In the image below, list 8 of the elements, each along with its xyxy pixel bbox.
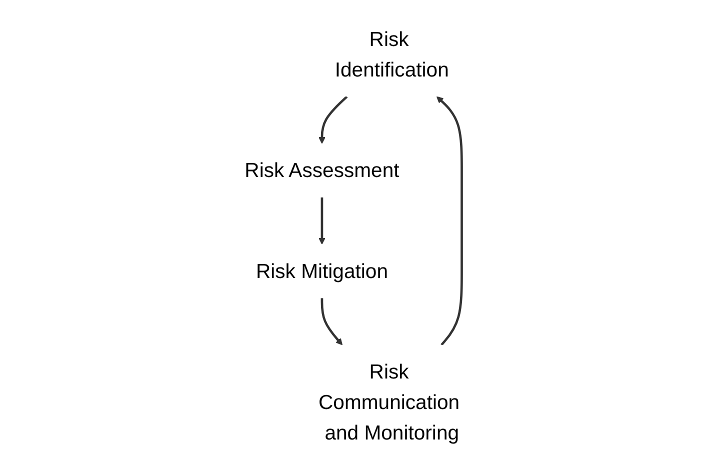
node-text: Risk Communication and Monitoring <box>318 359 460 444</box>
node-text: Risk Assessment <box>244 158 399 182</box>
arrow <box>436 96 463 346</box>
arrow <box>318 196 326 244</box>
node-text: Risk Mitigation <box>256 258 388 282</box>
node-text: Risk Identification <box>334 26 449 80</box>
arrow <box>320 298 342 345</box>
arrow <box>318 95 348 144</box>
